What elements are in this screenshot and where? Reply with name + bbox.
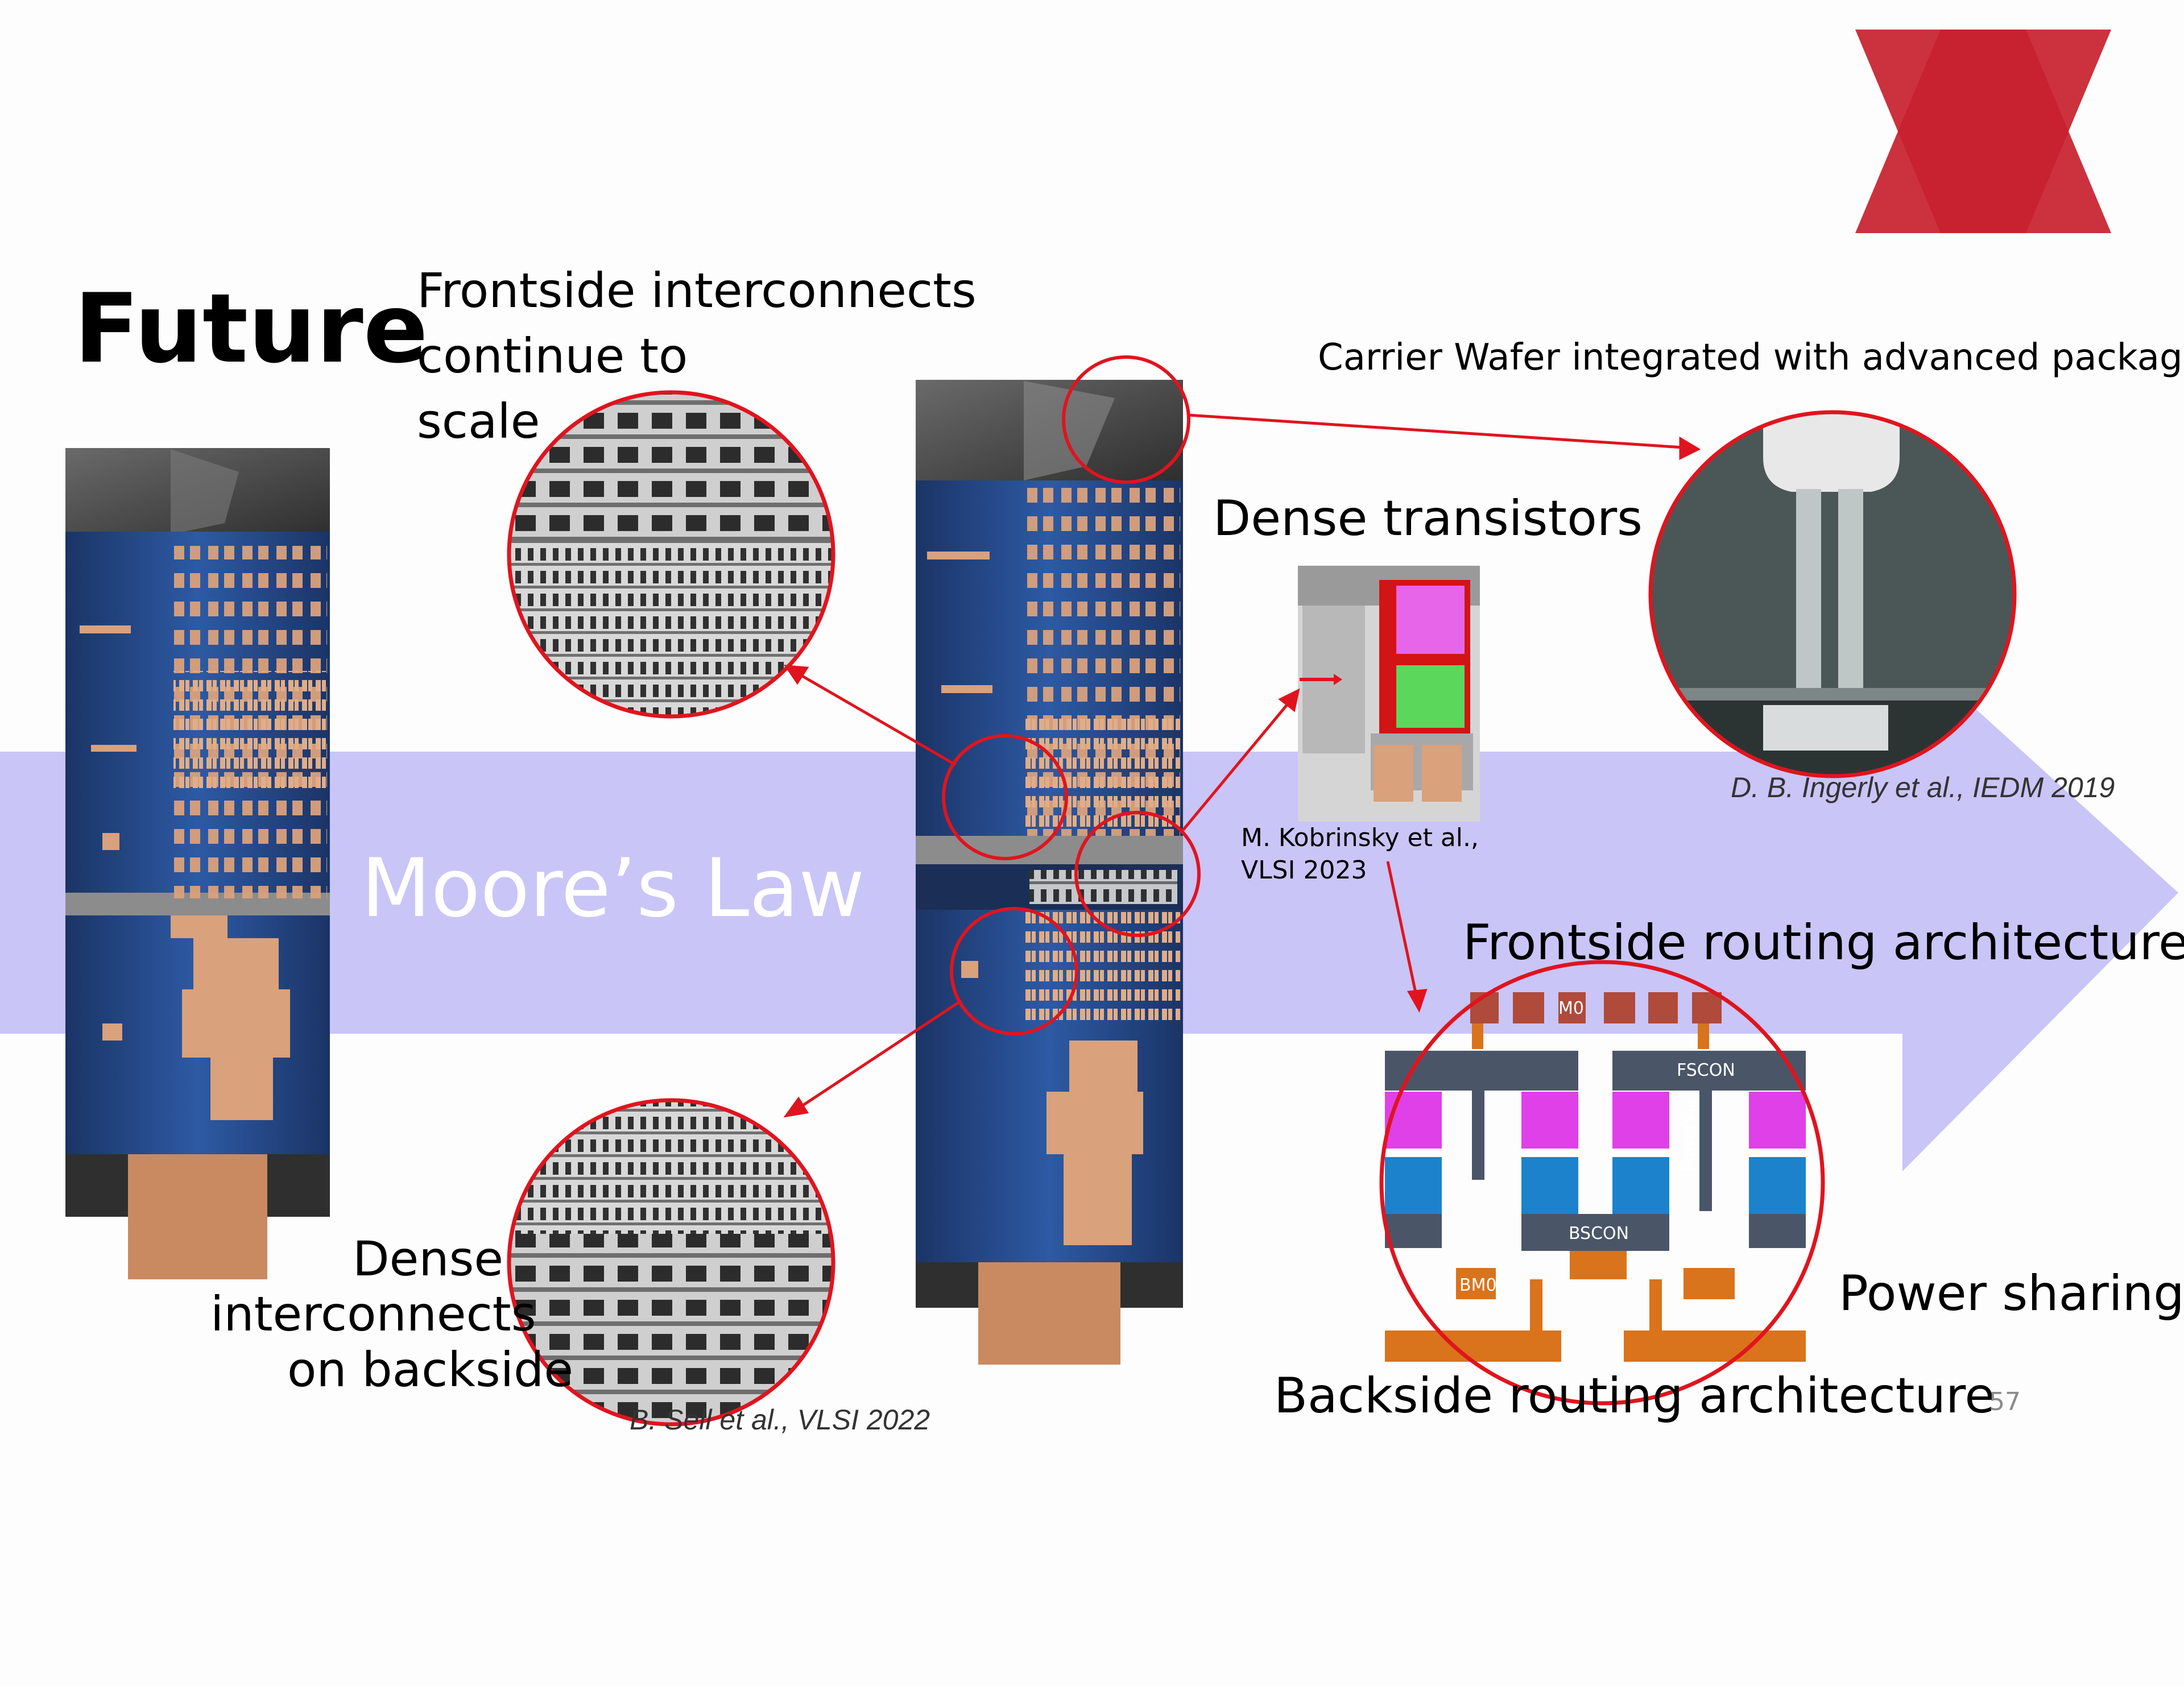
carrier-wafer-label: Carrier Wafer integrated with advanced p…	[1318, 337, 2184, 379]
dense-transistor-render	[1298, 566, 1480, 822]
m0-label: M0	[1558, 998, 1584, 1018]
citation-sell: B. Sell et al., VLSI 2022	[630, 1404, 930, 1436]
powervia-label: PowerVia	[1679, 1098, 1698, 1171]
dense-backside-line1: Dense	[353, 1231, 504, 1287]
callout-circles	[942, 355, 1201, 1035]
carrier-wafer-sem	[1648, 410, 2017, 778]
frontside-interconnects-line1: Frontside interconnects	[417, 263, 977, 318]
citation-ingerly: D. B. Ingerly et al., IEDM 2019	[1731, 772, 2115, 803]
callout-arrows	[783, 413, 1701, 1118]
dense-backside-line3: on backside	[287, 1342, 574, 1398]
citation-kobrinsky-line2: VLSI 2023	[1241, 856, 1367, 885]
moores-law-label: Moore’s Law	[361, 842, 865, 935]
brand-logo	[1855, 30, 2111, 233]
routing-architecture-diagram	[1379, 960, 1825, 1406]
fscon-label: FSCON	[1677, 1060, 1735, 1080]
left-chip-pillar	[65, 448, 330, 1279]
power-sharing-label: Power sharing	[1839, 1265, 2184, 1322]
slide-title: Future	[74, 273, 428, 384]
page-number: 57	[1989, 1387, 2021, 1416]
citation-kobrinsky-line1: M. Kobrinsky et al.,	[1241, 823, 1479, 852]
bscon-label: BSCON	[1569, 1224, 1629, 1244]
bm0-label: BM0	[1459, 1275, 1497, 1295]
frontside-interconnects-line3: scale	[417, 393, 540, 449]
dense-backside-line2: interconnects	[210, 1286, 536, 1342]
frontside-interconnects-line2: continue to	[417, 328, 688, 384]
backside-routing-label: Backside routing architecture	[1274, 1367, 1995, 1424]
center-chip-pillar	[916, 380, 1183, 1365]
dense-transistors-label: Dense transistors	[1213, 490, 1643, 547]
frontside-routing-label: Frontside routing architecture	[1463, 914, 2184, 971]
sem-frontside-zoom	[507, 390, 835, 719]
